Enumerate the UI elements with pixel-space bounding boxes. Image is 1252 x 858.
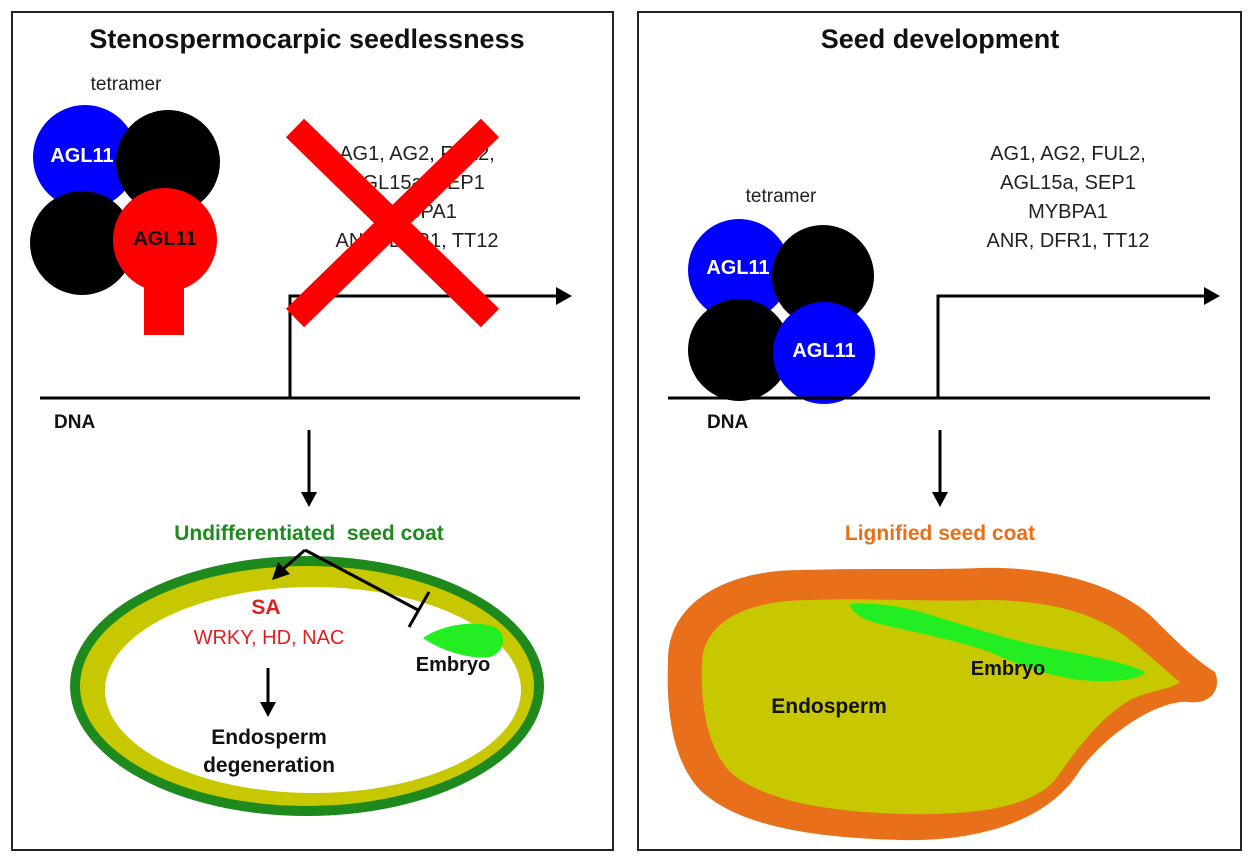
black-circle-top [116,110,220,214]
left-panel: Stenospermocarpic seedlessness tetramer … [11,11,614,851]
right-promoter-arrowhead [1204,287,1220,305]
right-embryo-label: Embryo [971,658,1045,680]
endosperm-label-line-2: degeneration [203,754,335,777]
right-black-circle-bottom [688,299,790,401]
inhibition-line [304,548,419,612]
left-tetramer-label: tetramer [91,74,162,95]
right-agl11-top-label: AGL11 [706,257,769,279]
right-endosperm-label: Endosperm [771,695,887,718]
repression-x-icon [285,118,500,328]
activation-arrow [281,548,306,572]
right-embryo-shape [850,603,1145,682]
right-genes-line-1: AG1, AG2, FUL2, [990,143,1146,165]
endosperm-label-line-1: Endosperm [211,726,327,749]
agl11-red-label: AGL11 [133,228,196,250]
right-black-circle-top [772,225,874,327]
left-dna-label: DNA [54,412,95,433]
right-dna-label: DNA [707,412,748,433]
agl11-red-circle [113,188,217,292]
left-embryo-label: Embryo [416,654,490,676]
right-agl11-bottom-label: AGL11 [792,340,855,362]
right-tetramer-label: tetramer [746,186,817,207]
right-genes-line-4: ANR, DFR1, TT12 [987,230,1150,252]
seed-interior [105,587,521,793]
left-down-arrowhead [301,492,317,507]
right-genes-line-2: AGL15a, SEP1 [1000,172,1136,194]
right-promoter-arrow [936,294,1206,398]
left-seed-coat-label: Undifferentiated seed coat [174,522,444,545]
endosperm-down-arrowhead [260,702,276,717]
right-down-arrowhead [932,492,948,507]
black-circle-bottom [30,191,134,295]
right-panel: Seed development tetramer AGL11 AGL11 AG… [637,11,1242,851]
right-seed-coat-label: Lignified seed coat [845,522,1035,545]
right-genes-line-3: MYBPA1 [1028,201,1108,223]
tf-label: WRKY, HD, NAC [194,627,345,649]
left-embryo-shape [423,623,504,658]
activation-arrowhead [272,562,290,580]
left-promoter-arrowhead [556,287,572,305]
agl11-blue-circle-top [688,219,790,321]
agl11-blue-circle-bottom [773,302,875,404]
sa-label: SA [251,596,280,619]
left-title: Stenospermocarpic seedlessness [89,24,524,54]
agl11-blue-circle [33,105,137,209]
right-title: Seed development [821,24,1060,54]
agl11-blue-label: AGL11 [50,145,113,167]
inhibition-bar [407,591,431,628]
